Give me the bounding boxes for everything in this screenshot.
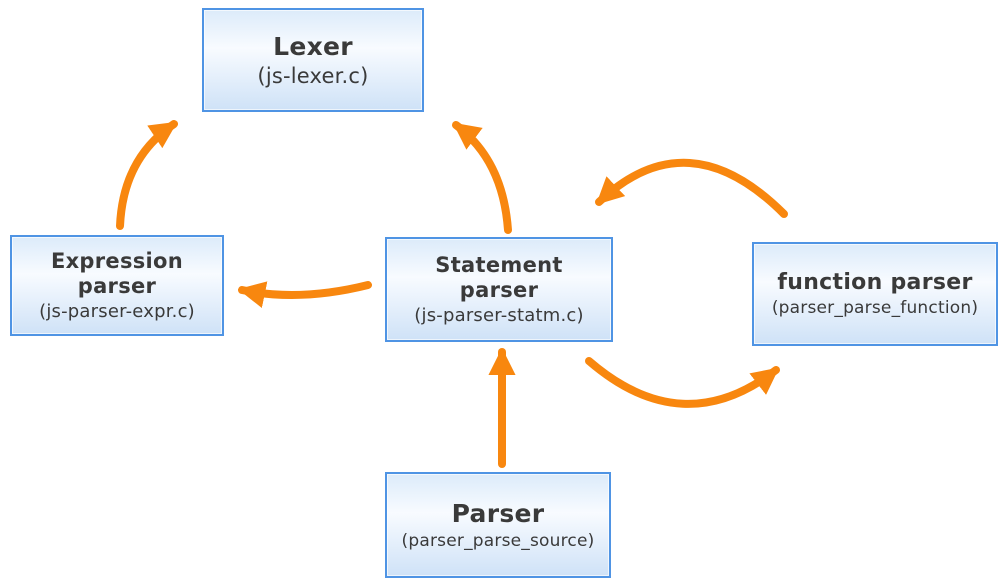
node-statement-parser: Statement parser (js-parser-statm.c) <box>385 237 613 342</box>
node-function-parser-subtitle: (parser_parse_function) <box>771 298 979 319</box>
arrow-function-to-statement <box>595 158 788 218</box>
node-lexer: Lexer (js-lexer.c) <box>202 8 424 112</box>
node-expression-parser-title: Expression parser <box>50 248 184 298</box>
node-statement-parser-subtitle: (js-parser-statm.c) <box>414 305 584 327</box>
arrow-statement-to-lexer <box>452 121 512 234</box>
node-lexer-title: Lexer <box>273 31 353 61</box>
arrow-statement-to-function <box>585 357 780 408</box>
node-lexer-subtitle: (js-lexer.c) <box>257 64 369 89</box>
node-function-parser-title: function parser <box>777 269 973 295</box>
node-function-parser: function parser (parser_parse_function) <box>752 242 998 346</box>
node-statement-parser-title: Statement parser <box>435 252 563 302</box>
node-parser: Parser (parser_parse_source) <box>385 472 611 578</box>
node-expression-parser-subtitle: (js-parser-expr.c) <box>39 301 195 323</box>
arrow-expression-to-lexer <box>116 120 178 230</box>
node-parser-subtitle: (parser_parse_source) <box>401 531 595 552</box>
node-parser-title: Parser <box>451 498 545 528</box>
node-expression-parser: Expression parser (js-parser-expr.c) <box>10 235 224 336</box>
arrow-statement-to-expression <box>238 281 372 308</box>
